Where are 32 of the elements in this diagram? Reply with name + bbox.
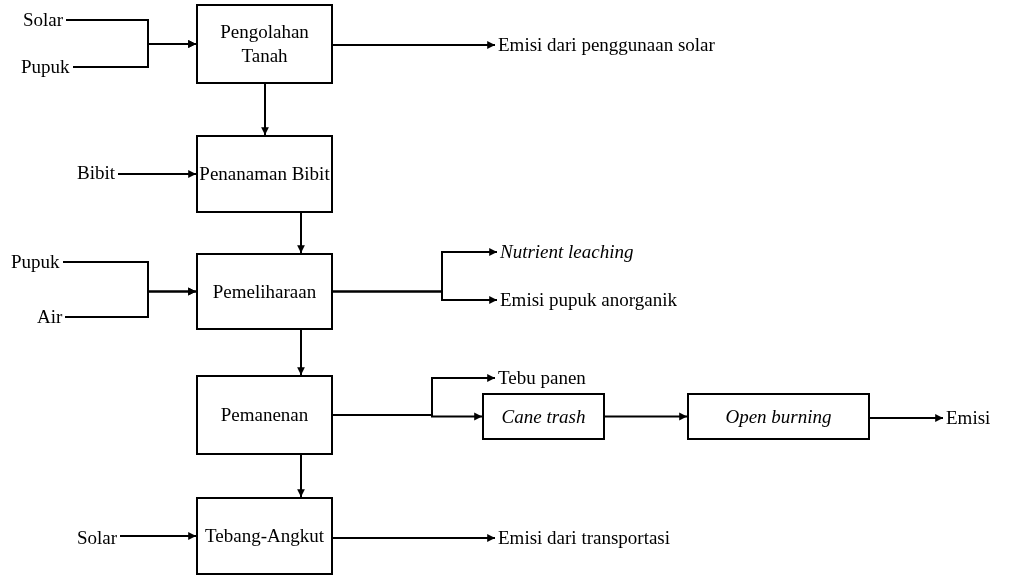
process-box: Cane trash — [482, 393, 605, 440]
flow-label: Nutrient leaching — [497, 240, 637, 264]
process-box: Tebang-Angkut — [196, 497, 333, 575]
arrow — [604, 412, 688, 421]
arrow — [64, 287, 197, 318]
arrow — [119, 532, 197, 540]
arrow — [117, 170, 197, 178]
process-box: Open burning — [687, 393, 870, 440]
flow-label: Bibit — [74, 161, 118, 185]
arrow — [332, 290, 498, 304]
flow-label: Emisi pupuk anorganik — [497, 288, 680, 312]
flow-label: Emisi — [943, 406, 994, 430]
arrow — [297, 212, 305, 254]
flow-label: Emisi dari penggunaan solar — [495, 33, 718, 57]
flow-label: Tebu panen — [495, 366, 589, 390]
flow-label: Pupuk — [8, 250, 63, 274]
flow-label: Emisi dari transportasi — [495, 526, 674, 550]
process-box: Pengolahan Tanah — [196, 4, 333, 84]
arrow — [869, 414, 944, 422]
arrow — [261, 83, 269, 136]
arrow — [297, 454, 305, 498]
process-box: Pemeliharaan — [196, 253, 333, 330]
flow-label: Solar — [20, 8, 67, 32]
flow-label: Pupuk — [18, 55, 73, 79]
arrow — [72, 40, 197, 68]
arrow — [332, 534, 496, 542]
process-box: Pemanenan — [196, 375, 333, 455]
process-box: Penanaman Bibit — [196, 135, 333, 213]
flow-label: Solar — [74, 526, 121, 550]
flow-label: Air — [34, 305, 66, 329]
arrow — [297, 329, 305, 376]
arrow — [332, 41, 496, 49]
